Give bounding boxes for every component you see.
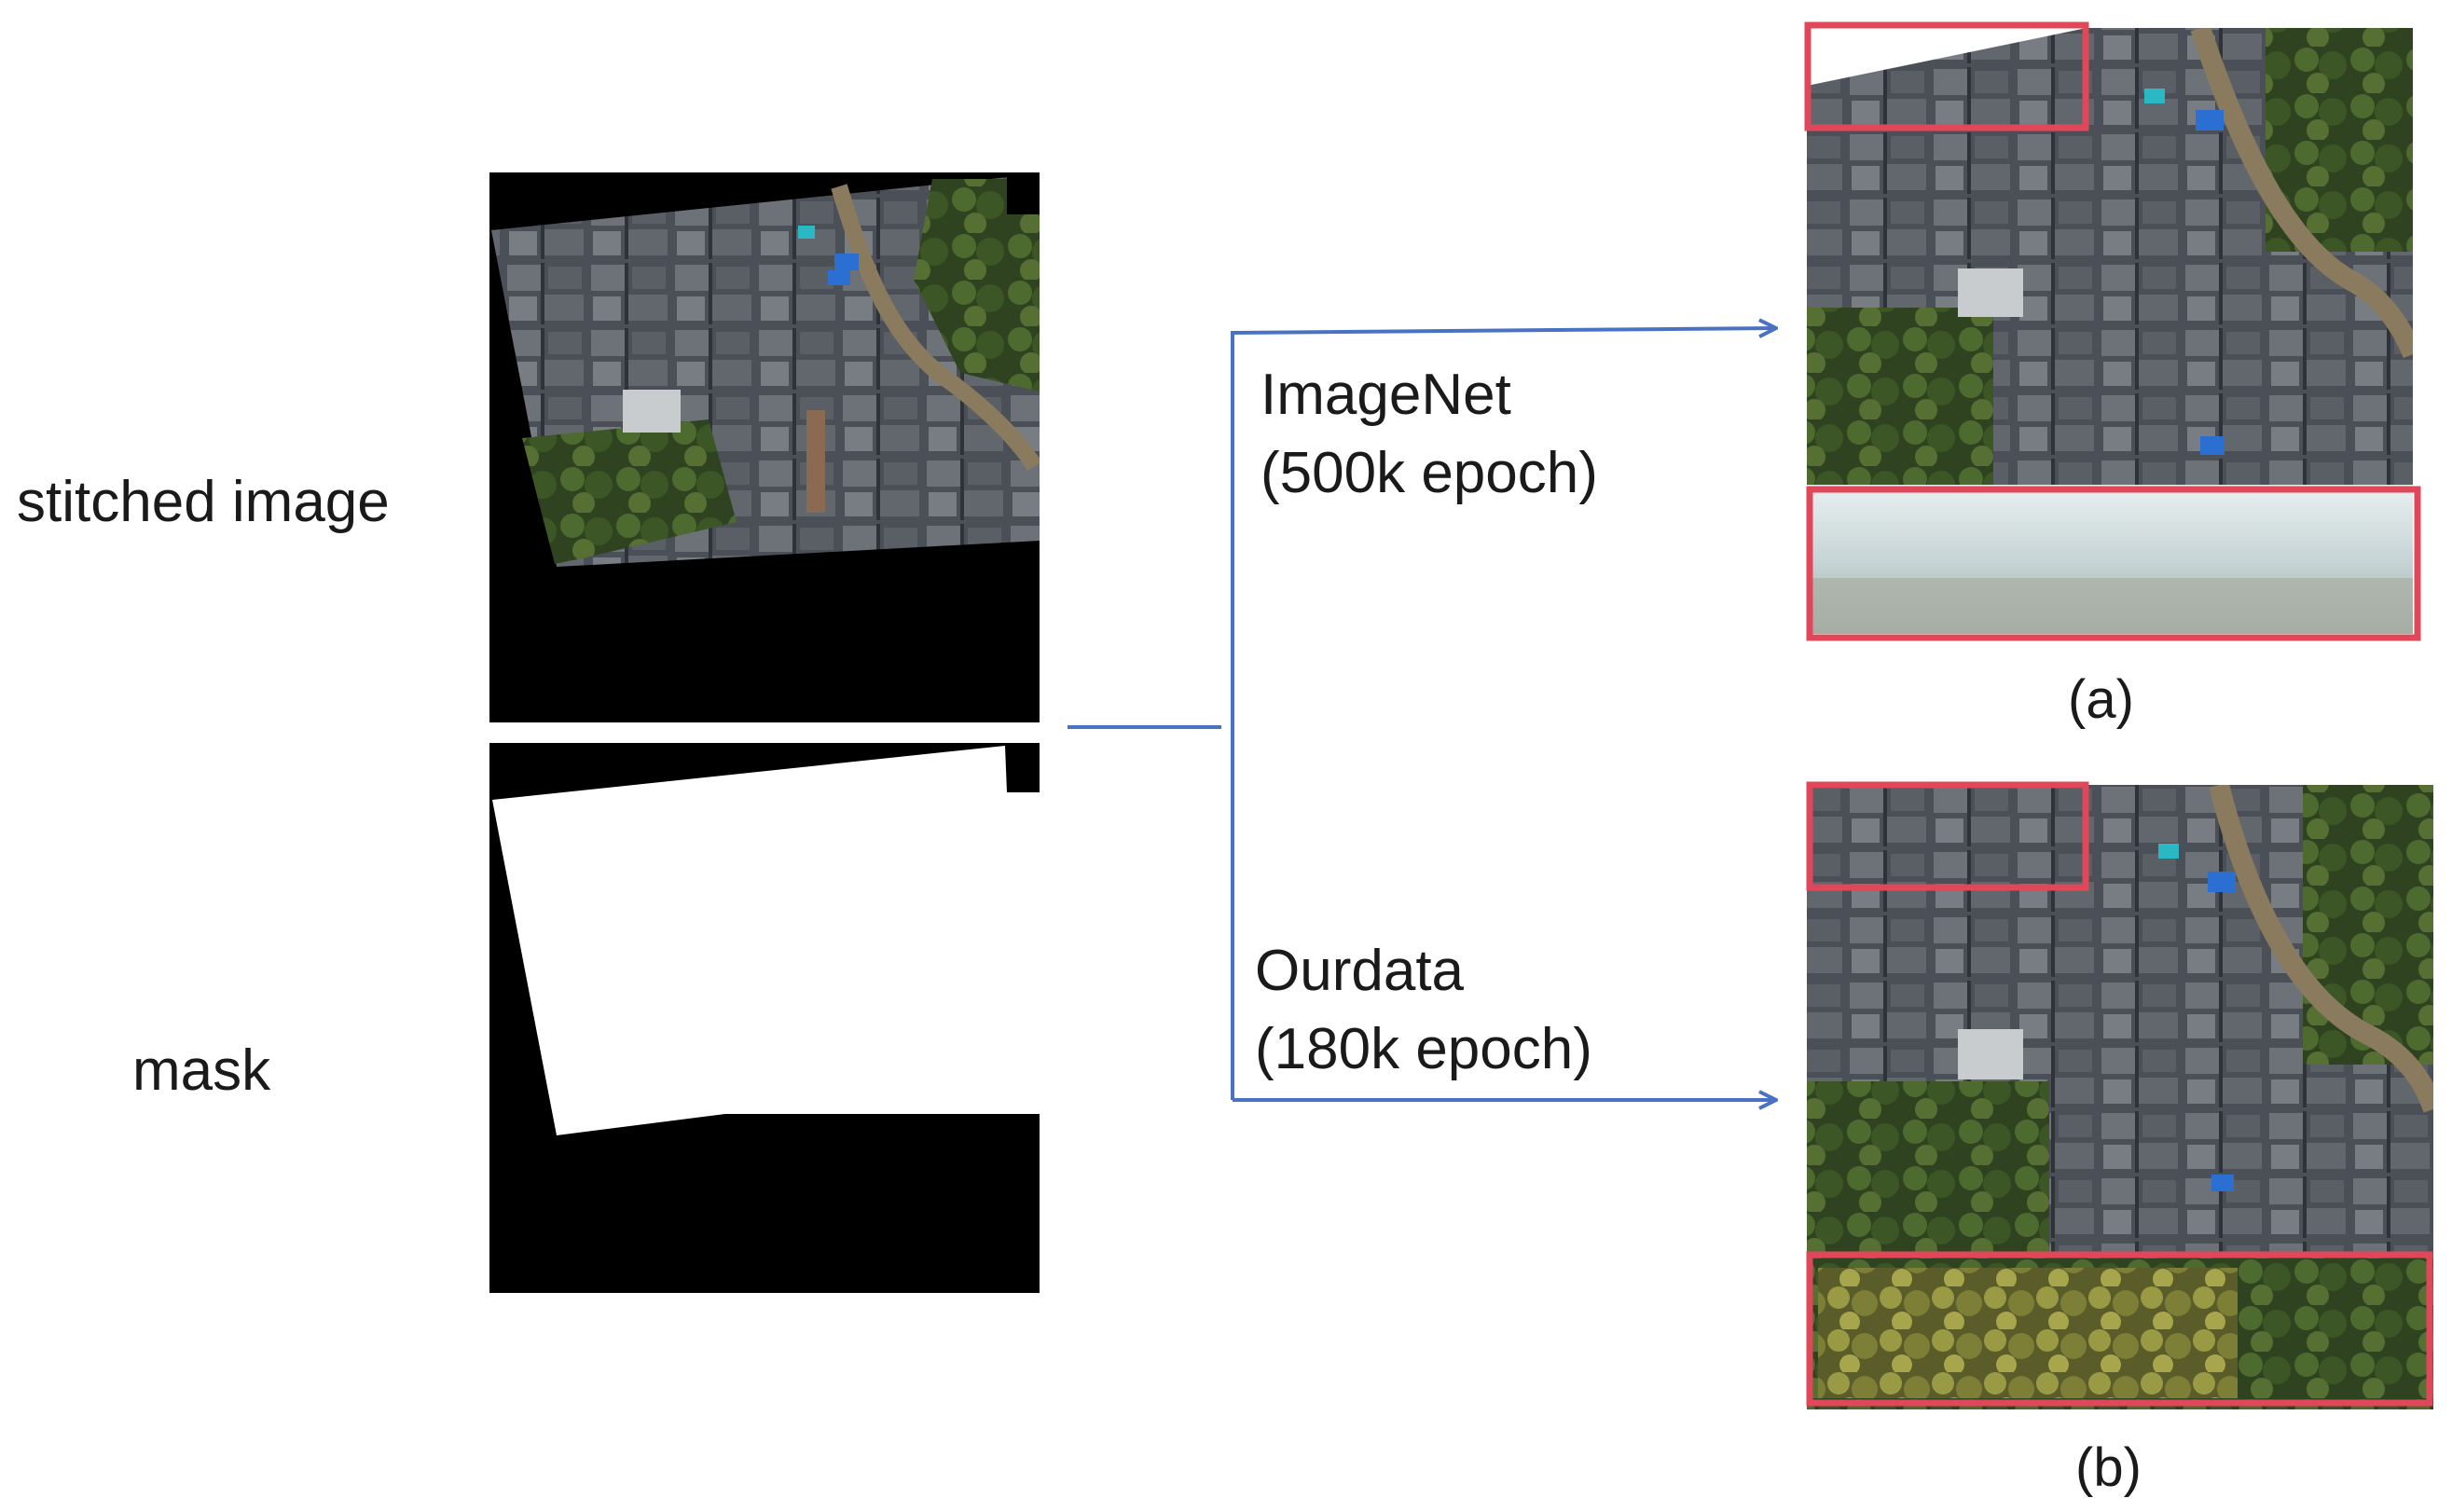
top-branch-epochs: (500k epoch)	[1260, 440, 1598, 505]
branch-connector	[1068, 328, 1776, 1100]
caption-a: (a)	[2068, 669, 2134, 730]
highlight-box-a-bottom	[1806, 486, 2421, 641]
output-b-panel	[1806, 781, 2433, 1409]
stitched-image-panel	[489, 172, 1040, 722]
output-a-panel	[1804, 21, 2421, 641]
top-branch-label: ImageNet (500k epoch)	[1260, 356, 1598, 512]
stitched-image-label: stitched image	[17, 470, 390, 534]
top-branch-dataset: ImageNet	[1260, 363, 1511, 427]
bottom-branch-label: Ourdata (180k epoch)	[1255, 932, 1592, 1088]
arrow-to-output-a	[1232, 328, 1776, 333]
mask-panel	[489, 743, 1040, 1293]
mask-white-region	[492, 746, 1040, 1135]
highlight-box-b-top	[1806, 781, 2089, 891]
highlight-box-b-bottom	[1806, 1251, 2433, 1407]
mask-label: mask	[132, 1038, 271, 1103]
bottom-branch-dataset: Ourdata	[1255, 939, 1465, 1003]
bottom-branch-epochs: (180k epoch)	[1255, 1016, 1592, 1081]
highlight-box-a-top	[1804, 21, 2089, 131]
caption-b: (b)	[2075, 1437, 2142, 1498]
